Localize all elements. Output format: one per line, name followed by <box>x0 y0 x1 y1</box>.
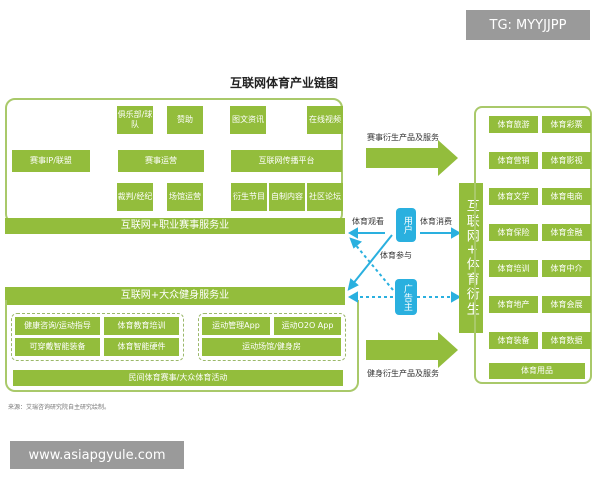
box-events: 民间体育赛事/大众体育活动 <box>13 370 343 386</box>
box-ip: 赛事IP/联盟 <box>12 150 90 172</box>
box-news: 图文资讯 <box>230 106 266 134</box>
derivative-item: 体育地产 <box>489 296 538 313</box>
derivative-item: 体育数据 <box>542 332 591 349</box>
bottom-arrow-shape <box>366 332 458 368</box>
box-venue: 场馆运营 <box>167 183 203 211</box>
fit-band: 互联网+大众健身服务业 <box>5 287 345 305</box>
pro-band: 互联网+职业赛事服务业 <box>5 218 345 234</box>
derivative-item: 体育金融 <box>542 224 591 241</box>
derivative-item: 体育中介 <box>542 260 591 277</box>
box-deriv-show: 衍生节目 <box>231 183 267 211</box>
advertiser-box: 广告主 <box>395 279 417 315</box>
box-gym: 运动场馆/健身房 <box>202 338 341 356</box>
watch-label: 体育观看 <box>352 217 384 226</box>
derivative-item: 体育保险 <box>489 224 538 241</box>
box-own-content: 自制内容 <box>269 183 305 211</box>
consume-label: 体育消费 <box>420 217 452 226</box>
watermark-top: TG: MYYJJPP <box>466 10 590 40</box>
box-ops: 赛事运营 <box>118 150 204 172</box>
derivative-item: 体育旅游 <box>489 116 538 133</box>
box-edu: 体育教育培训 <box>104 317 179 335</box>
derivative-item: 体育彩票 <box>542 116 591 133</box>
derivative-item: 体育会展 <box>542 296 591 313</box>
fit-right-group <box>198 313 346 361</box>
top-arrow-shape <box>366 140 458 176</box>
source-note: 来源：艾瑞咨询研究院自主研究绘制。 <box>8 404 111 411</box>
box-referee: 裁判/经纪 <box>117 183 153 211</box>
derivative-last: 体育用品 <box>489 363 585 379</box>
derivative-item: 体育电商 <box>542 188 591 205</box>
derivative-item: 体育营销 <box>489 152 538 169</box>
top-arrow-label: 赛事衍生产品及服务 <box>367 133 439 142</box>
box-club: 俱乐部/球队 <box>117 106 153 134</box>
box-sponsor: 赞助 <box>167 106 203 134</box>
user-box: 用户 <box>396 208 416 242</box>
participate-label: 体育参与 <box>380 251 412 260</box>
box-o2o: 运动O2O App <box>274 317 341 335</box>
derivative-frame <box>474 106 592 384</box>
box-wearable: 可穿戴智能装备 <box>15 338 100 356</box>
diagram-title: 互联网体育产业链图 <box>230 76 339 90</box>
box-hardware: 体育智能硬件 <box>104 338 179 356</box>
fit-left-group <box>11 313 184 361</box>
watermark-bottom: www.asiapgyule.com <box>10 441 184 469</box>
derivative-item: 体育装备 <box>489 332 538 349</box>
box-platform: 互联网传播平台 <box>231 150 342 172</box>
participate-arrow <box>351 234 393 286</box>
derivative-item: 体育培训 <box>489 260 538 277</box>
box-health: 健康咨询/运动指导 <box>15 317 100 335</box>
bottom-arrow-label: 健身衍生产品及服务 <box>367 369 439 378</box>
box-video: 在线视频 <box>307 106 343 134</box>
derivative-item: 体育影视 <box>542 152 591 169</box>
box-app: 运动管理App <box>202 317 270 335</box>
ad-up-arrow <box>353 242 394 291</box>
box-forum: 社区论坛 <box>307 183 343 211</box>
fit-frame <box>5 300 359 392</box>
derivative-item: 体育文学 <box>489 188 538 205</box>
